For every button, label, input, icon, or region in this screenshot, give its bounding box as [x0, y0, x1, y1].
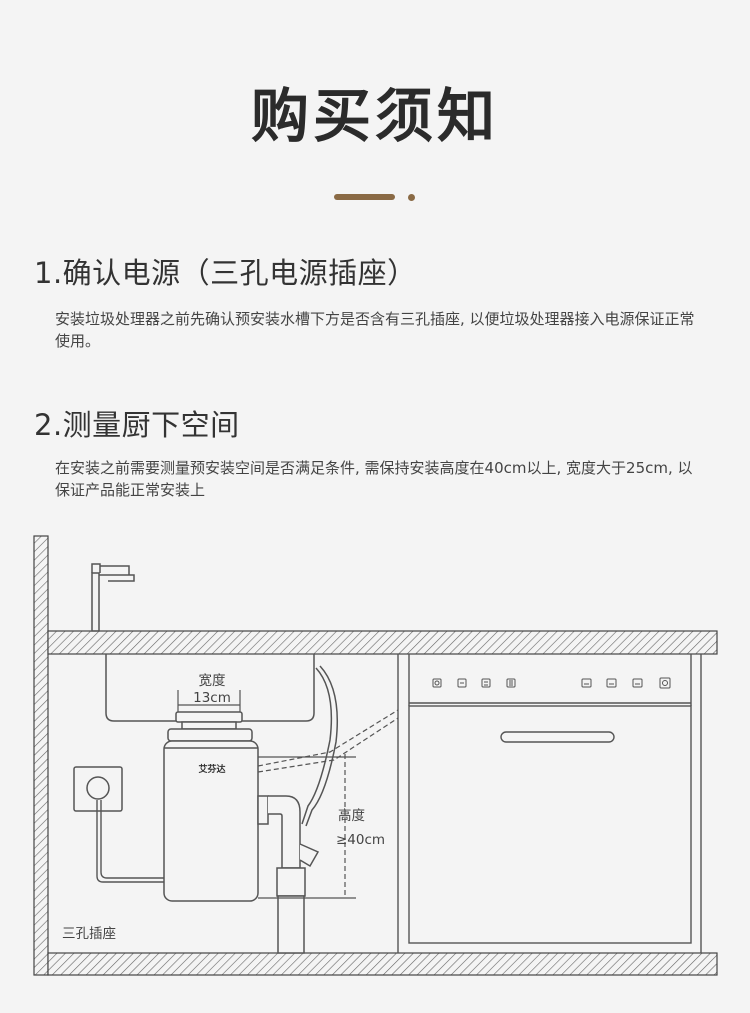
width-dimension	[177, 690, 241, 712]
width-label: 宽度	[199, 672, 226, 689]
floor	[47, 952, 718, 976]
countertop	[47, 630, 718, 655]
height-label: 高度	[338, 807, 365, 824]
height-value: ≥40cm	[336, 832, 385, 848]
inlet-hose	[301, 667, 333, 825]
installation-diagram: 宽度 13cm 艾芬达 高度 ≥40cm 三孔插座	[33, 535, 718, 976]
faucet-icon	[91, 563, 135, 632]
drain-pipe	[257, 795, 320, 954]
title-underline-bar	[334, 194, 395, 200]
power-cord	[96, 800, 164, 883]
dishwasher	[397, 654, 702, 953]
height-dimension	[258, 756, 356, 899]
left-wall	[33, 535, 49, 976]
socket-icon	[73, 766, 123, 812]
socket-label: 三孔插座	[62, 926, 116, 942]
section2-heading: 2.测量厨下空间	[34, 408, 240, 442]
dashed-connection	[257, 709, 399, 898]
dishwasher-control-buttons	[432, 677, 671, 689]
section2-text: 在安装之前需要测量预安装空间是否满足条件, 需保持安装高度在40cm以上, 宽度…	[55, 459, 693, 499]
section1-text: 安装垃圾处理器之前先确认预安装水槽下方是否含有三孔插座, 以便垃圾处理器接入电源…	[55, 310, 695, 350]
garbage-disposer	[163, 711, 259, 902]
section1-heading: 1.确认电源（三孔电源插座）	[34, 256, 417, 290]
width-value: 13cm	[193, 690, 231, 706]
brand-logo: 艾芬达	[198, 763, 225, 775]
title-underline-dot	[408, 194, 415, 201]
page-title: 购买须知	[250, 82, 499, 150]
